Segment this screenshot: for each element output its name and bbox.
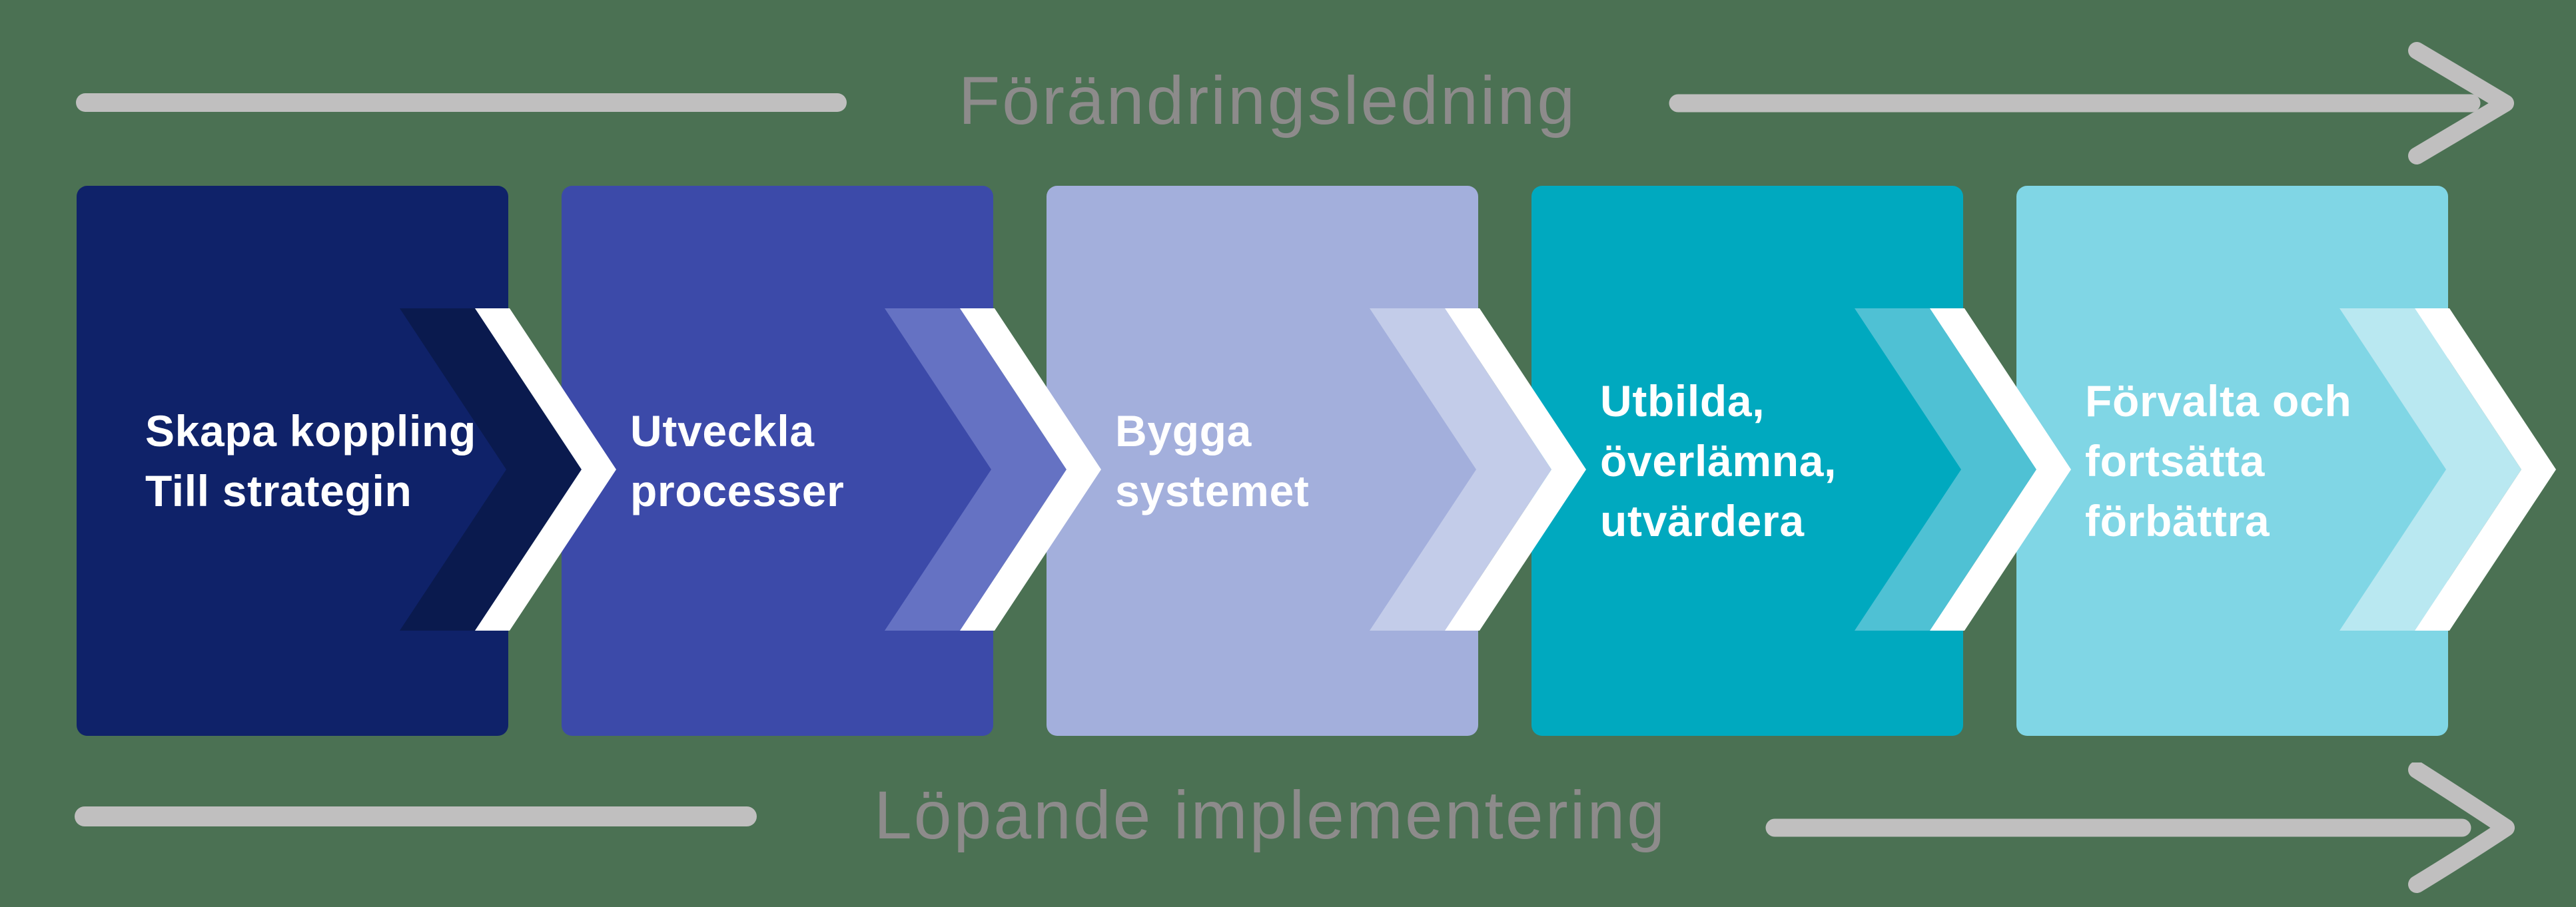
step-5-label-line-3: förbättra — [2085, 496, 2270, 545]
chevron-arrow-icon-1 — [400, 308, 616, 631]
chevron-band — [885, 308, 1067, 631]
step-1-label-line-1: Skapa koppling — [145, 406, 476, 455]
top-left-guide-line — [76, 93, 847, 112]
right-arrow-icon — [1669, 42, 2514, 164]
right-arrow-icon-bottom — [1765, 762, 2515, 893]
chevron-band — [1370, 308, 1551, 631]
step-box-1: Skapa koppling Till strategin — [77, 186, 508, 736]
step-box-5: Förvalta och fortsätta förbättra — [2016, 186, 2448, 736]
step-2-label-line-1: Utveckla — [630, 406, 815, 455]
top-guide-title: Förändringsledning — [958, 63, 1577, 139]
chevron-highlight — [475, 308, 616, 631]
chevron-band — [400, 308, 582, 631]
step-3-label-line-1: Bygga — [1115, 406, 1252, 455]
chevron-highlight — [1930, 308, 2071, 631]
chevron-highlight — [2415, 308, 2556, 631]
step-4-label-line-2: överlämna, — [1600, 436, 1837, 485]
step-5-label-line-2: fortsätta — [2085, 436, 2265, 485]
step-2-label-line-2: processer — [630, 466, 845, 515]
chevron-highlight — [960, 308, 1101, 631]
arrow-head — [2408, 42, 2514, 164]
chevron-highlight — [1445, 308, 1586, 631]
chevron-band — [2340, 308, 2521, 631]
chevron-arrow-icon-3 — [1370, 308, 1586, 631]
chevron-band — [1855, 308, 2036, 631]
step-1-label: Skapa koppling Till strategin — [145, 401, 482, 521]
step-5-label: Förvalta och fortsätta förbättra — [2085, 371, 2421, 551]
step-5-label-line-1: Förvalta och — [2085, 376, 2352, 426]
chevron-arrow-icon-2 — [885, 308, 1101, 631]
step-3-label-line-2: systemet — [1115, 466, 1310, 515]
step-1-label-line-2: Till strategin — [145, 466, 412, 515]
chevron-arrow-icon-5 — [2340, 308, 2556, 631]
step-3-label: Bygga systemet — [1115, 401, 1452, 521]
step-box-2: Utveckla processer — [562, 186, 993, 736]
bottom-guide-title: Löpande implementering — [873, 777, 1667, 853]
step-2-label: Utveckla processer — [630, 401, 967, 521]
bottom-left-guide-line — [75, 806, 757, 826]
step-4-label-line-1: Utbilda, — [1600, 376, 1765, 426]
step-4-label-line-3: utvärdera — [1600, 496, 1805, 545]
arrow-head — [2408, 762, 2515, 893]
chevron-arrow-icon-4 — [1855, 308, 2071, 631]
step-4-label: Utbilda, överlämna, utvärdera — [1600, 371, 1936, 551]
step-box-3: Bygga systemet — [1047, 186, 1478, 736]
step-box-4: Utbilda, överlämna, utvärdera — [1531, 186, 1963, 736]
